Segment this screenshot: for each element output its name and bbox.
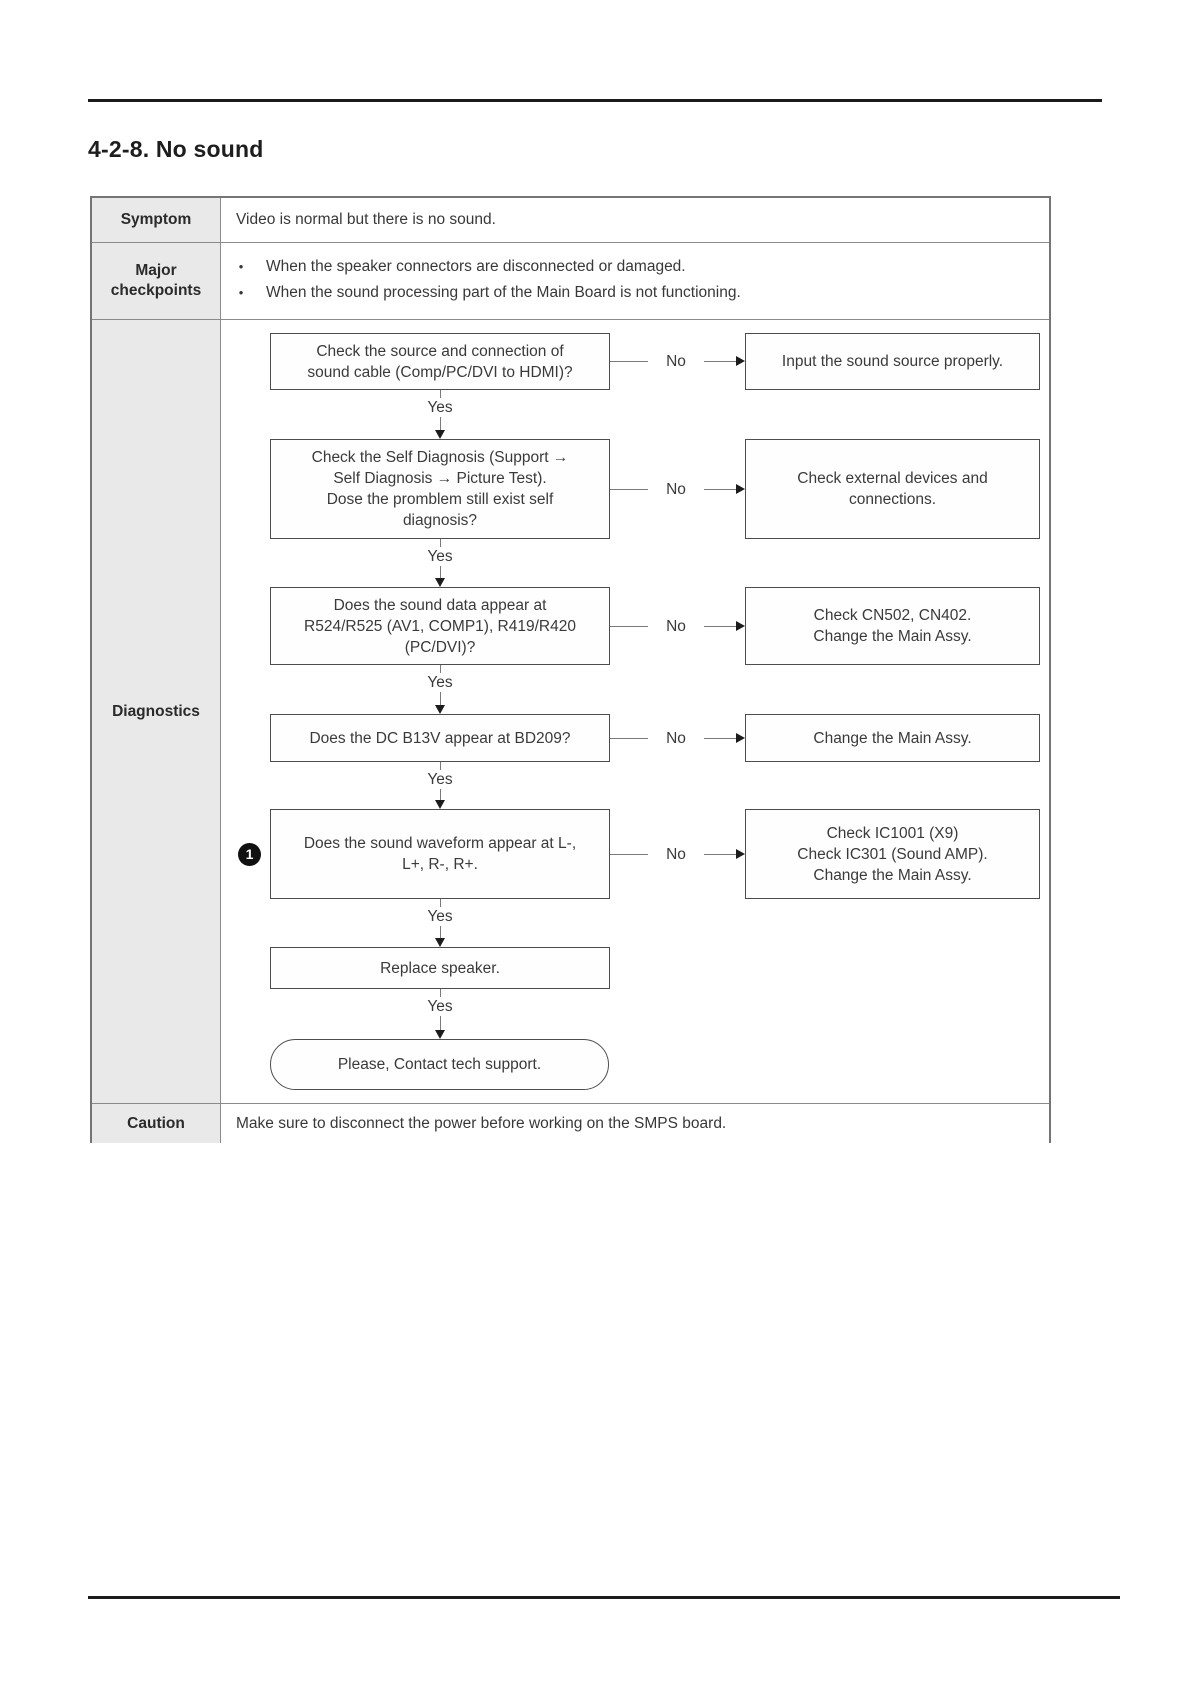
no-label: No [648,617,704,636]
top-rule [88,99,1102,102]
yes-label: Yes [412,770,468,789]
down-arrow-icon [435,800,445,809]
step-marker-badge: 1 [238,843,261,866]
right-arrow-icon [736,483,745,494]
right-arrow-icon [736,732,745,743]
bullet-icon: • [238,259,244,274]
down-arrow-icon [435,430,445,439]
major-checkpoints-value: • When the speaker connectors are discon… [221,243,1049,320]
question-box: Check the source and connection of sound… [270,333,610,390]
troubleshooting-table: Symptom Video is normal but there is no … [90,196,1051,1143]
result-box: Check CN502, CN402. Change the Main Assy… [745,587,1040,665]
no-label: No [648,845,704,864]
major-checkpoints-label: Major checkpoints [92,243,221,320]
down-arrow-icon [435,1030,445,1039]
yes-label: Yes [412,398,468,417]
yes-label: Yes [412,547,468,566]
checkpoint-text: When the speaker connectors are disconne… [266,258,686,275]
down-arrow-icon [435,578,445,587]
page-title: 4-2-8. No sound [88,136,264,162]
down-arrow-icon [435,938,445,947]
question-box: Does the DC B13V appear at BD209? [270,714,610,762]
question-box: Does the sound waveform appear at L-, L+… [270,809,610,899]
final-box: Please, Contact tech support. [270,1039,609,1090]
bottom-rule [88,1596,1120,1599]
no-label: No [648,480,704,499]
right-arrow-icon [736,848,745,859]
caution-value: Make sure to disconnect the power before… [221,1104,1049,1143]
result-box: Input the sound source properly. [745,333,1040,390]
result-box: Check external devices and connections. [745,439,1040,539]
diagnostics-label: Diagnostics [92,320,221,1104]
yes-label: Yes [412,997,468,1016]
question-box: Check the Self Diagnosis (Support → Self… [270,439,610,539]
result-box: Check IC1001 (X9) Check IC301 (Sound AMP… [745,809,1040,899]
symptom-row-value: Video is normal but there is no sound. [221,198,1049,243]
down-arrow-icon [435,705,445,714]
symptom-row-label: Symptom [92,198,221,243]
bullet-icon: • [238,285,244,300]
no-label: No [648,729,704,748]
checkpoint-item: • When the speaker connectors are discon… [231,254,1049,280]
checkpoint-item: • When the sound processing part of the … [231,280,1049,306]
yes-label: Yes [412,673,468,692]
checkpoint-text: When the sound processing part of the Ma… [266,284,741,301]
caution-label: Caution [92,1104,221,1143]
question-box: Does the sound data appear at R524/R525 … [270,587,610,665]
replace-speaker-box: Replace speaker. [270,947,610,989]
result-box: Change the Main Assy. [745,714,1040,762]
yes-label: Yes [412,907,468,926]
right-arrow-icon [736,355,745,366]
no-label: No [648,352,704,371]
right-arrow-icon [736,620,745,631]
